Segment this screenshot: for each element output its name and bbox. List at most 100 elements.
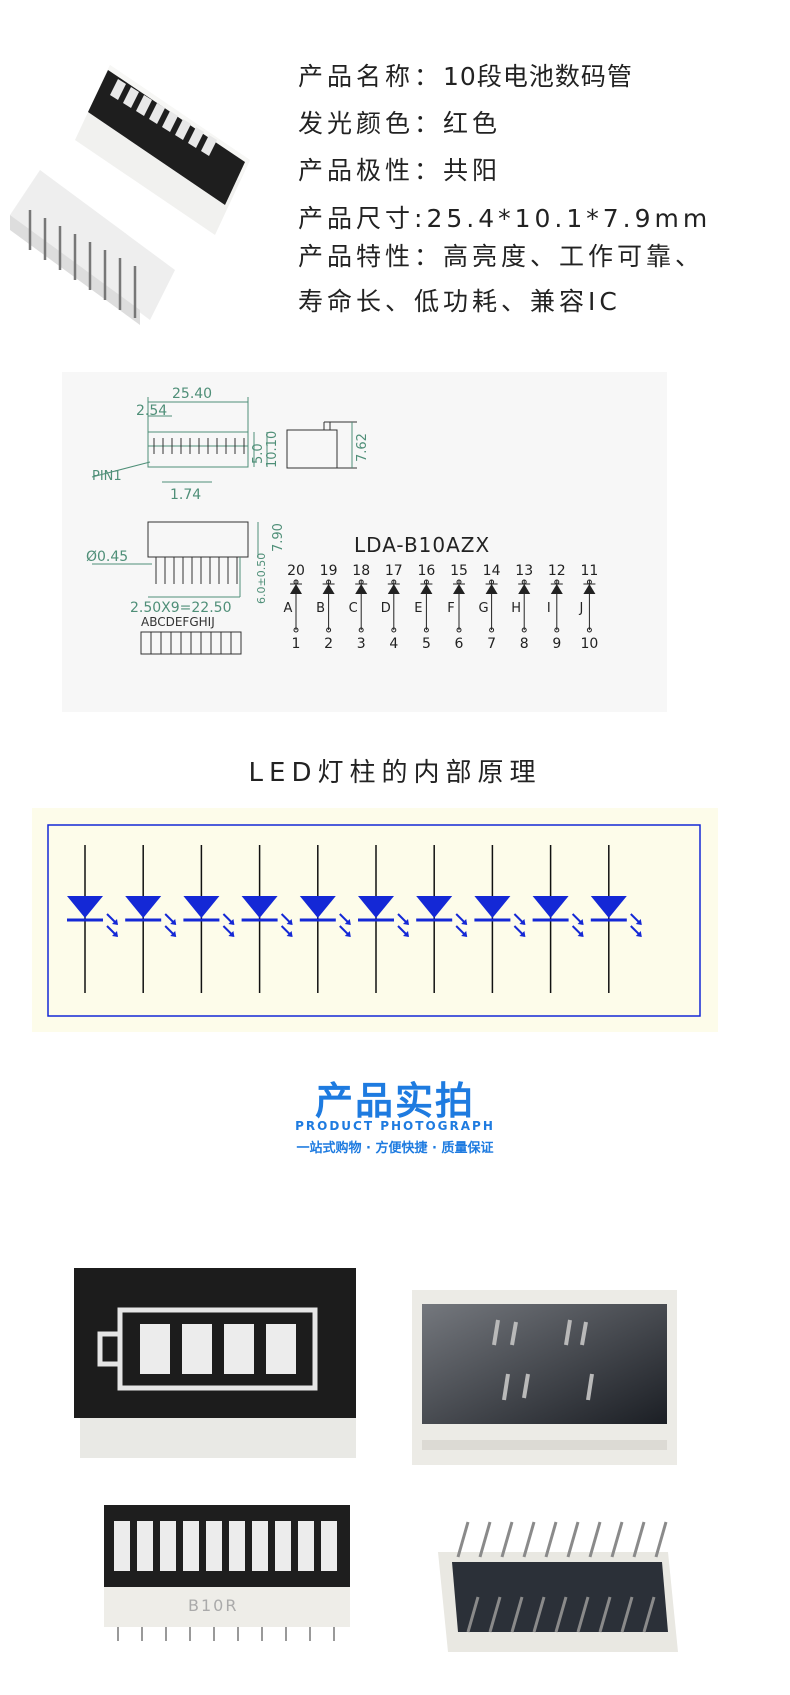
arrow-head xyxy=(519,931,526,937)
dim-pitch: 2.54 xyxy=(136,403,167,419)
spec-name: 产品名称：10段电池数码管 xyxy=(298,62,633,91)
pin-dot xyxy=(293,627,299,633)
arrow-head xyxy=(344,931,351,937)
spec-features: 产品特性：高亮度、工作可靠、 xyxy=(298,242,705,271)
top-pin-number: 13 xyxy=(515,563,533,579)
segment-letter: E xyxy=(414,601,422,616)
diode-icon xyxy=(453,584,465,594)
pin-dot xyxy=(456,627,462,633)
led-diode-icon xyxy=(532,896,569,918)
part-number: LDA-B10AZX xyxy=(354,533,490,557)
led-schematic xyxy=(32,808,718,1032)
spec-features-cont: 寿命长、低功耗、兼容IC xyxy=(298,287,621,316)
pin-dot xyxy=(391,627,397,633)
pin-dot xyxy=(586,627,592,633)
dim-depth: 10.10 xyxy=(265,431,280,468)
top-pin-number: 20 xyxy=(287,563,305,579)
segment-letter: G xyxy=(479,601,489,616)
photo-section-subtitle: PRODUCT PHOTOGRAPH xyxy=(295,1119,495,1133)
arrow-head xyxy=(228,931,235,937)
schematic-caption: LED灯柱的内部原理 xyxy=(248,758,542,788)
diode-icon xyxy=(518,584,531,594)
dim-pin-dia: Ø0.45 xyxy=(86,549,128,565)
segment-letter: J xyxy=(578,601,583,616)
arrow-head xyxy=(519,919,526,925)
arrow-head xyxy=(286,931,293,937)
pin1-label: PIN1 xyxy=(92,469,122,484)
led-diode-icon xyxy=(416,896,453,918)
segment-letters: ABCDEFGHIJ xyxy=(141,615,215,629)
pin-dot xyxy=(554,627,560,633)
diode-array: 20A119B218C317D416E515F614G713H812I911J1… xyxy=(284,563,599,652)
bottom-pin-number: 8 xyxy=(520,636,529,652)
led-diode-icon xyxy=(67,896,103,918)
diode-icon xyxy=(355,584,368,594)
arrow-head xyxy=(344,919,351,925)
top-pin-number: 16 xyxy=(417,563,435,579)
bottom-pin-number: 4 xyxy=(389,636,398,652)
chip-marking: B10R xyxy=(188,1596,238,1615)
arrow-head xyxy=(286,919,293,925)
led-diode-icon xyxy=(183,896,220,918)
bottom-pin-number: 3 xyxy=(357,636,366,652)
pin-dot xyxy=(521,627,527,633)
bottom-pin-number: 7 xyxy=(487,636,496,652)
pin-dot xyxy=(358,627,364,633)
bottom-pin-number: 9 xyxy=(552,636,561,652)
top-pin-number: 12 xyxy=(548,563,566,579)
top-pin-number: 14 xyxy=(483,563,501,579)
photo-module-back xyxy=(412,1290,677,1465)
dim-pin-len: 6.0±0.50 xyxy=(255,553,268,604)
diode-icon xyxy=(322,584,335,594)
segment-letter: A xyxy=(284,601,293,616)
diode-icon xyxy=(290,584,302,594)
product-photo-top xyxy=(10,65,250,325)
led-diode-icon xyxy=(241,896,278,918)
top-pin-number: 11 xyxy=(580,563,598,579)
led-diode-icon xyxy=(474,896,511,918)
bottom-pin-number: 5 xyxy=(422,636,431,652)
dimension-drawing: 25.40 2.54 1.74 PIN1 Ø0.45 2.50X9=22.50 … xyxy=(62,372,667,712)
led-diode-icon xyxy=(125,896,162,918)
dim-height: 5.0 xyxy=(251,443,266,464)
arrow-head xyxy=(112,919,118,925)
arrow-head xyxy=(403,931,409,937)
led-diode-icon xyxy=(590,896,627,918)
arrow-head xyxy=(170,931,177,937)
segment-letter: H xyxy=(511,601,521,616)
spec-size: 产品尺寸:25.4*10.1*7.9mm xyxy=(298,204,712,233)
dim-pin-offset: 1.74 xyxy=(170,487,201,503)
bottom-pin-number: 2 xyxy=(324,636,333,652)
photo-battery-module xyxy=(74,1268,356,1458)
pin-dot xyxy=(326,627,332,633)
bottom-pin-number: 10 xyxy=(580,636,598,652)
top-pin-number: 19 xyxy=(320,563,338,579)
dim-body: 7.90 xyxy=(271,523,286,552)
segment-letter: D xyxy=(381,601,391,616)
top-pin-number: 17 xyxy=(385,563,403,579)
dim-pin-span: 2.50X9=22.50 xyxy=(130,600,231,616)
arrow-head xyxy=(228,919,235,925)
arrow-head xyxy=(577,931,584,937)
segment-letter: B xyxy=(316,601,325,616)
photo-section-title: 产品实拍 xyxy=(314,1079,475,1123)
photo-module-pins xyxy=(438,1521,678,1652)
pin-dot xyxy=(489,627,495,633)
arrow-head xyxy=(403,919,409,925)
arrow-head xyxy=(635,919,642,925)
dim-width: 25.40 xyxy=(172,386,212,402)
segment-letter: F xyxy=(447,601,454,616)
segment-letter: I xyxy=(547,601,551,616)
led-diode-icon xyxy=(299,896,336,918)
diode-icon xyxy=(583,584,596,594)
top-pin-number: 18 xyxy=(352,563,370,579)
diode-icon xyxy=(550,584,563,594)
bottom-pin-number: 6 xyxy=(455,636,464,652)
arrow-head xyxy=(112,931,118,937)
photo-section-tagline: 一站式购物 · 方便快捷 · 质量保证 xyxy=(296,1141,494,1156)
arrow-head xyxy=(461,919,468,925)
segment-letter: C xyxy=(349,601,358,616)
top-pin-number: 15 xyxy=(450,563,468,579)
arrow-head xyxy=(461,931,468,937)
spec-polarity: 产品极性：共阳 xyxy=(298,156,502,185)
